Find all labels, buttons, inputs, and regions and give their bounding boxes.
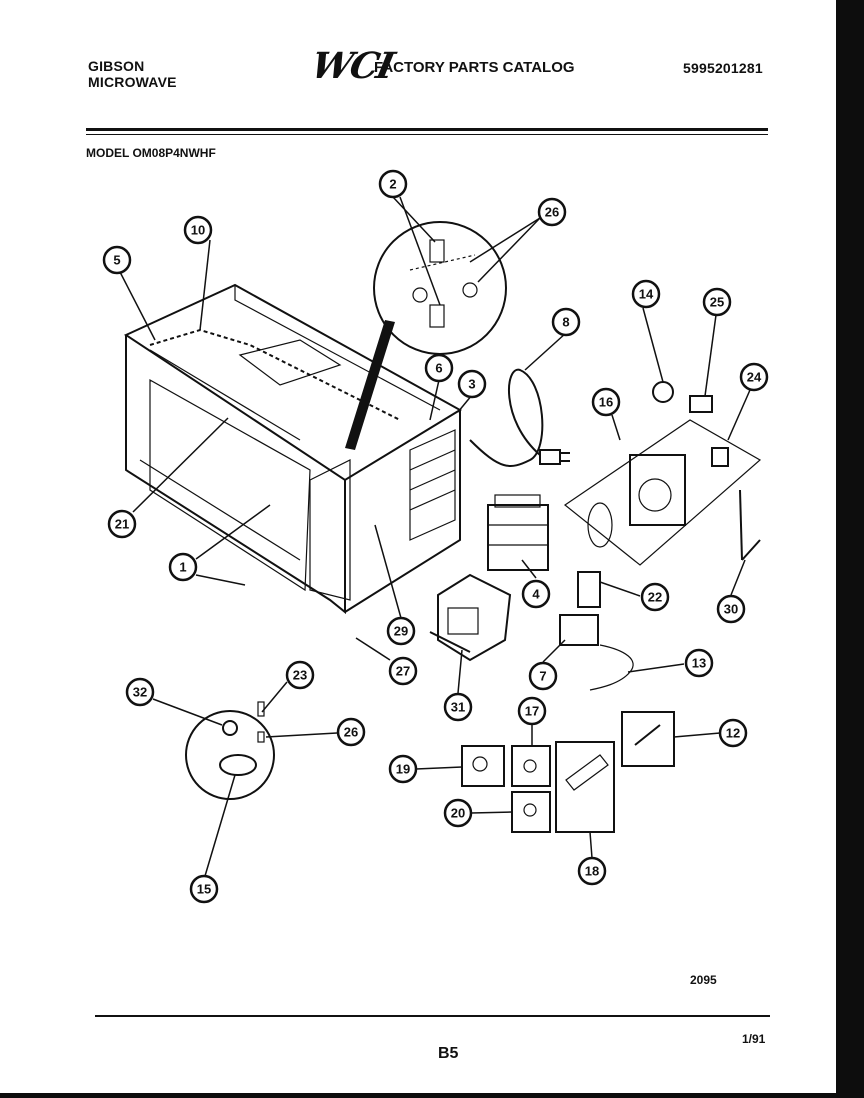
svg-text:30: 30 — [724, 602, 738, 617]
power-cord — [469, 368, 570, 467]
svg-text:20: 20 — [451, 806, 465, 821]
svg-text:17: 17 — [525, 704, 539, 719]
model-label: MODEL OM08P4NWHF — [86, 146, 216, 160]
svg-text:19: 19 — [396, 762, 410, 777]
callout-25: 25 — [702, 287, 732, 317]
svg-text:22: 22 — [648, 590, 662, 605]
svg-text:12: 12 — [726, 726, 740, 741]
scan-border-bottom — [0, 1093, 864, 1098]
brand-block: GIBSON MICROWAVE — [88, 58, 177, 90]
svg-text:4: 4 — [532, 587, 540, 602]
callout-24: 24 — [739, 362, 769, 392]
callout-6: 6 — [424, 353, 454, 383]
svg-text:5: 5 — [113, 253, 120, 268]
callout-10: 10 — [183, 215, 213, 245]
svg-text:26: 26 — [545, 205, 559, 220]
callout-2: 2 — [378, 169, 408, 199]
header-rule-thin — [86, 134, 768, 135]
svg-text:18: 18 — [585, 864, 599, 879]
svg-text:6: 6 — [435, 361, 442, 376]
page-code: B5 — [438, 1045, 459, 1062]
catalog-number: 5995201281 — [683, 60, 763, 76]
footer-rule — [95, 1015, 770, 1017]
product-type: MICROWAVE — [88, 74, 177, 90]
callout-21: 21 — [107, 509, 137, 539]
callout-7: 7 — [528, 661, 558, 691]
callout-19: 19 — [388, 754, 418, 784]
svg-text:13: 13 — [692, 656, 706, 671]
callout-8: 8 — [551, 307, 581, 337]
svg-text:24: 24 — [747, 370, 762, 385]
svg-text:31: 31 — [451, 700, 465, 715]
callout-26-lower: 26 — [336, 717, 366, 747]
callout-26-upper: 26 — [537, 197, 567, 227]
callout-13: 13 — [684, 648, 714, 678]
callout-22: 22 — [640, 582, 670, 612]
cabinet-assembly — [123, 283, 462, 615]
callout-1: 1 — [168, 552, 198, 582]
figure-code: 2095 — [690, 973, 717, 987]
svg-text:8: 8 — [562, 315, 569, 330]
callout-29: 29 — [386, 616, 416, 646]
svg-text:1: 1 — [179, 560, 186, 575]
svg-text:21: 21 — [115, 517, 129, 532]
leader-lines — [119, 196, 751, 877]
brand-name: GIBSON — [88, 58, 145, 74]
small-parts-boxes — [461, 711, 675, 833]
svg-text:27: 27 — [396, 664, 410, 679]
callout-3: 3 — [457, 369, 487, 399]
exploded-parts-diagram: 1 2 3 4 5 6 7 8 10 12 13 14 15 16 17 18 … — [102, 169, 769, 904]
svg-text:16: 16 — [599, 395, 613, 410]
callout-20: 20 — [443, 798, 473, 828]
callout-27: 27 — [388, 656, 418, 686]
callout-14: 14 — [631, 279, 661, 309]
header-rule-thick — [86, 128, 768, 131]
fuse-detail-circle — [185, 701, 275, 800]
svg-text:32: 32 — [133, 685, 147, 700]
callout-23: 23 — [285, 660, 315, 690]
svg-text:10: 10 — [191, 223, 205, 238]
svg-text:26: 26 — [344, 725, 358, 740]
callout-18: 18 — [577, 856, 607, 886]
scan-border-right — [836, 0, 864, 1098]
transformer — [429, 573, 512, 662]
svg-text:25: 25 — [710, 295, 724, 310]
svg-text:3: 3 — [468, 377, 475, 392]
callout-17: 17 — [517, 696, 547, 726]
callout-15: 15 — [189, 874, 219, 904]
catalog-title: FACTORY PARTS CATALOG — [374, 59, 575, 76]
svg-text:15: 15 — [197, 882, 211, 897]
svg-text:29: 29 — [394, 624, 408, 639]
svg-text:7: 7 — [539, 669, 546, 684]
callout-32: 32 — [125, 677, 155, 707]
callout-16: 16 — [591, 387, 621, 417]
date-code: 1/91 — [742, 1032, 766, 1046]
svg-text:23: 23 — [293, 668, 307, 683]
callout-30: 30 — [716, 594, 746, 624]
magnetron — [487, 494, 549, 571]
switch-detail-circle — [373, 221, 507, 355]
callout-12: 12 — [718, 718, 748, 748]
svg-text:14: 14 — [639, 287, 654, 302]
svg-text:2: 2 — [389, 177, 396, 192]
fan-motor-assembly — [563, 381, 762, 566]
callout-31: 31 — [443, 692, 473, 722]
callout-5: 5 — [102, 245, 132, 275]
callout-4: 4 — [521, 579, 551, 609]
